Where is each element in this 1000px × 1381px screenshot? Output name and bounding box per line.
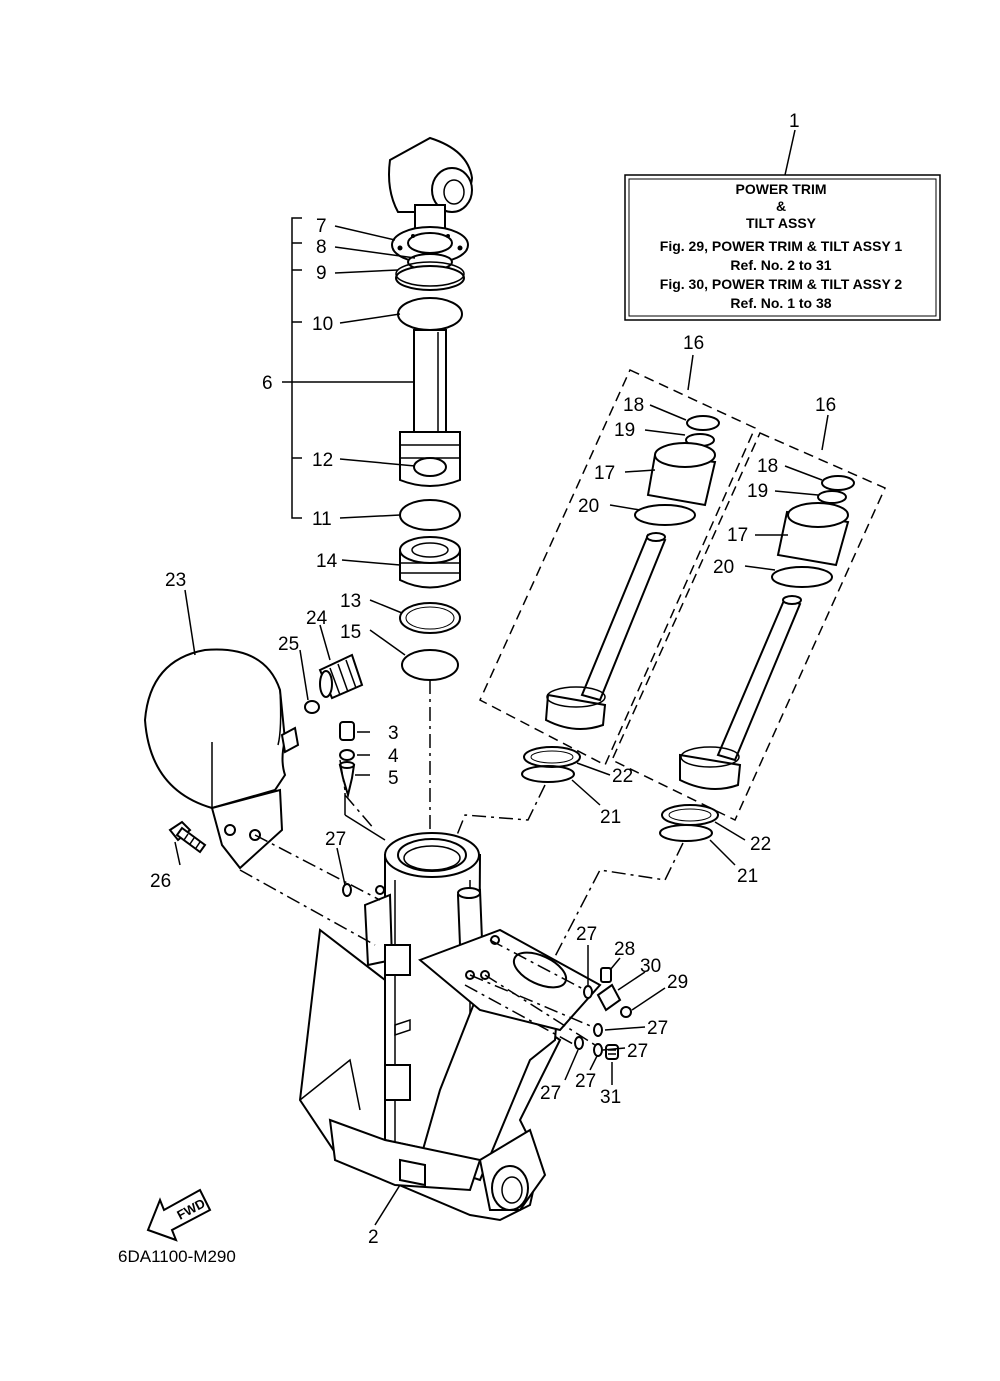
box-title-line3: TILT ASSY — [746, 215, 817, 231]
callout-27c: 27 — [647, 1018, 668, 1039]
callout-27a: 27 — [325, 829, 346, 850]
orings-and-plugs — [342, 883, 632, 1060]
callout-27e: 27 — [540, 1083, 561, 1104]
tilt-rod-assembly — [282, 136, 474, 860]
callout-4: 4 — [388, 746, 399, 767]
callout-31: 31 — [600, 1087, 621, 1108]
leader-lines — [174, 225, 823, 1226]
main-cylinder-body — [239, 759, 602, 1222]
callout-21a: 21 — [600, 807, 621, 828]
callout-30: 30 — [640, 956, 661, 977]
callout-27f: 27 — [575, 1071, 596, 1092]
callout-12: 12 — [312, 450, 333, 471]
callout-17a: 17 — [594, 463, 615, 484]
callout-8: 8 — [316, 237, 327, 258]
callout-9: 9 — [316, 263, 327, 284]
box-ref-line2: Ref. No. 1 to 38 — [730, 295, 831, 311]
callout-26: 26 — [150, 871, 171, 892]
box-fig-line1: Fig. 29, POWER TRIM & TILT ASSY 1 — [660, 238, 903, 254]
callout-22a: 22 — [612, 766, 633, 787]
callout-15: 15 — [340, 622, 361, 643]
fwd-arrow: FWD — [146, 1188, 212, 1242]
box-fig-line2: Fig. 30, POWER TRIM & TILT ASSY 2 — [660, 276, 903, 292]
box-title-line2: & — [776, 198, 786, 214]
assembly-info-box: 1 POWER TRIM & TILT ASSY Fig. 29, POWER … — [624, 111, 941, 321]
callout-18a: 18 — [623, 395, 644, 416]
callout-3: 3 — [388, 723, 399, 744]
callout-19b: 19 — [747, 481, 768, 502]
callout-22b: 22 — [750, 834, 771, 855]
callout-23: 23 — [165, 570, 186, 591]
callout-25: 25 — [278, 634, 299, 655]
callout-17b: 17 — [727, 525, 748, 546]
callout-10: 10 — [312, 314, 333, 335]
callout-16b: 16 — [815, 395, 836, 416]
callout-27b: 27 — [576, 924, 597, 945]
callout-7: 7 — [316, 216, 327, 237]
drawing-code: 6DA1100-M290 — [118, 1247, 236, 1266]
trim-cylinder-right — [611, 414, 886, 822]
callout-14: 14 — [316, 551, 338, 572]
small-parts-upper — [304, 653, 364, 799]
bolt-26 — [168, 820, 207, 854]
callout-24: 24 — [306, 608, 328, 629]
callout-18b: 18 — [757, 456, 778, 477]
callout-labels: 7 8 9 10 6 12 11 14 13 15 23 24 25 3 4 5… — [150, 216, 836, 1248]
callout-1: 1 — [789, 111, 800, 132]
callout-2: 2 — [368, 1227, 379, 1248]
callout-27d: 27 — [627, 1041, 648, 1062]
callout-21b: 21 — [737, 866, 758, 887]
box-title-line1: POWER TRIM — [736, 181, 827, 197]
callout-20b: 20 — [713, 557, 734, 578]
box-ref-line1: Ref. No. 2 to 31 — [730, 257, 831, 273]
callout-19a: 19 — [614, 420, 635, 441]
callout-20a: 20 — [578, 496, 599, 517]
callout-28: 28 — [614, 939, 635, 960]
trim-cylinder-left — [479, 354, 756, 767]
seals-21-22 — [454, 746, 719, 996]
callout-5: 5 — [388, 768, 399, 789]
callout-16a: 16 — [683, 333, 704, 354]
callout-6: 6 — [262, 373, 273, 394]
callout-11: 11 — [312, 509, 332, 530]
cover-23 — [143, 648, 300, 870]
callout-13: 13 — [340, 591, 361, 612]
callout-29: 29 — [667, 972, 688, 993]
